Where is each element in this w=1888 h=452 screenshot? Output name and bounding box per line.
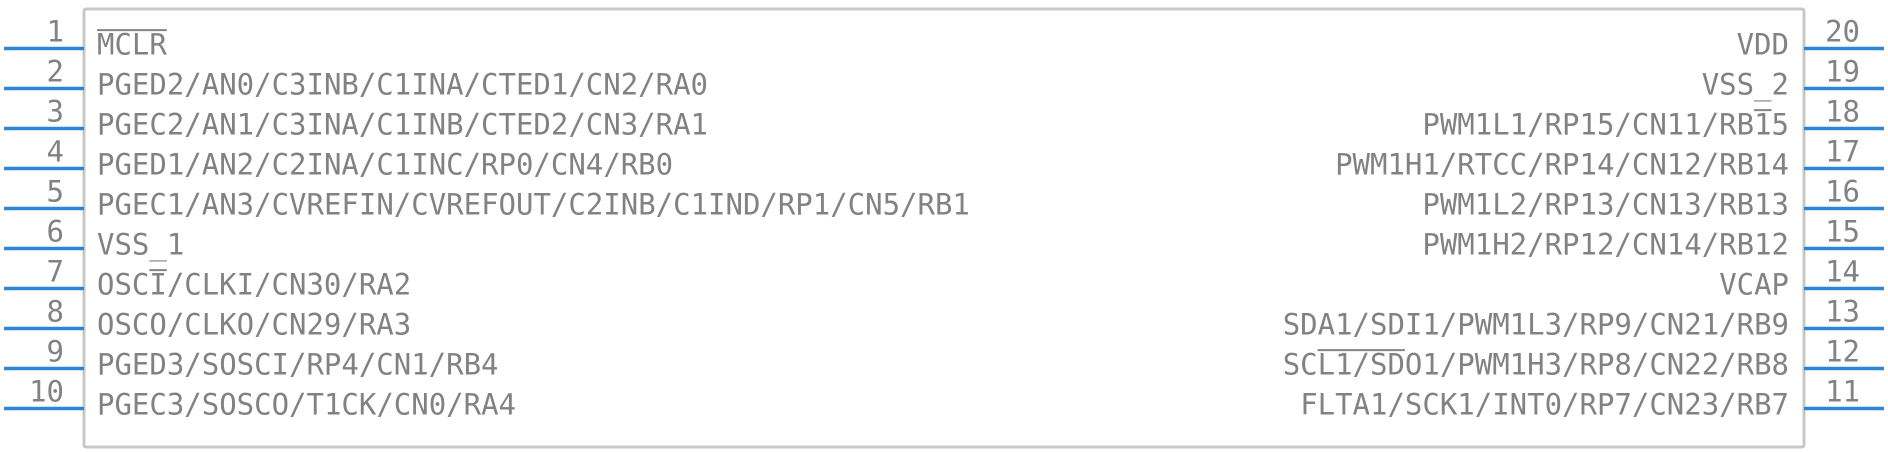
pin-20-number: 20: [1825, 15, 1860, 49]
pin-16-label: PWM1L2/RP13/CN13/RB13: [1422, 188, 1789, 222]
pin-5-number: 5: [47, 175, 64, 209]
pin-18-label: PWM1L1/RP15/CN11/RB15: [1422, 108, 1789, 142]
pin-8-number: 8: [47, 295, 64, 329]
pin-8-label: OSCO/CLKO/CN29/RA3: [97, 308, 411, 342]
pin-13-number: 13: [1825, 295, 1860, 329]
pin-14-number: 14: [1825, 255, 1860, 289]
pin-2-label: PGED2/AN0/C3INB/C1INA/CTED1/CN2/RA0: [97, 68, 708, 102]
pin-4-number: 4: [47, 135, 64, 169]
pin-11-number: 11: [1825, 375, 1860, 409]
pin-16-number: 16: [1825, 175, 1860, 209]
pin-19-number: 19: [1825, 55, 1860, 89]
pin-15-label: PWM1H2/RP12/CN14/RB12: [1422, 228, 1789, 262]
pin-6-label: VSS_1: [97, 228, 184, 263]
pin-17-number: 17: [1825, 135, 1860, 169]
pin-7-number: 7: [47, 255, 64, 289]
pin-10-number: 10: [29, 375, 64, 409]
ic-body-outline: [82, 7, 1806, 449]
right-pin-group: 20VDD19VSS_218PWM1L1/RP15/CN11/RB1517PWM…: [1283, 15, 1884, 422]
pin-2-number: 2: [47, 55, 64, 89]
pin-17-label: PWM1H1/RTCC/RP14/CN12/RB14: [1335, 148, 1789, 182]
pin-1-number: 1: [47, 15, 64, 49]
pin-13-label: SDA1/SDI1/PWM1L3/RP9/CN21/RB9: [1283, 308, 1789, 342]
pin-18-number: 18: [1825, 95, 1860, 129]
pin-20-label: VDD: [1737, 28, 1789, 62]
left-pin-group: 1 MCLR 2 PGED2/AN0/C3INB/C1INA/CTED1/CN2/RA…: [4, 15, 970, 422]
pin-19-label: VSS_2: [1702, 68, 1789, 103]
pin-10-label: PGEC3/SOSCO/T1CK/CN0/RA4: [97, 388, 516, 422]
pin-5-label: PGEC1/AN3/CVREFIN/CVREFOUT/C2INB/C1IND/R…: [97, 188, 970, 222]
pin-1-label: MCLR: [97, 28, 167, 62]
pin-9-number: 9: [47, 335, 64, 369]
pin-12-label: SCL1/SDO1/PWM1H3/RP8/CN22/RB8: [1283, 348, 1789, 382]
pin-12-number: 12: [1825, 335, 1860, 369]
pin-11-label: FLTA1/SCK1/INT0/RP7/CN23/RB7: [1300, 388, 1789, 422]
pin-4-label: PGED1/AN2/C2INA/C1INC/RP0/CN4/RB0: [97, 148, 673, 182]
pin-15-number: 15: [1825, 215, 1860, 249]
pin-6-number: 6: [47, 215, 64, 249]
pin-14-label: VCAP: [1719, 268, 1789, 302]
pin-3-label: PGEC2/AN1/C3INA/C1INB/CTED2/CN3/RA1: [97, 108, 708, 142]
pin-9-label: PGED3/SOSCI/RP4/CN1/RB4: [97, 348, 499, 382]
pin-3-number: 3: [47, 95, 64, 129]
pin-7-label: OSCI/CLKI/CN30/RA2: [97, 268, 411, 302]
